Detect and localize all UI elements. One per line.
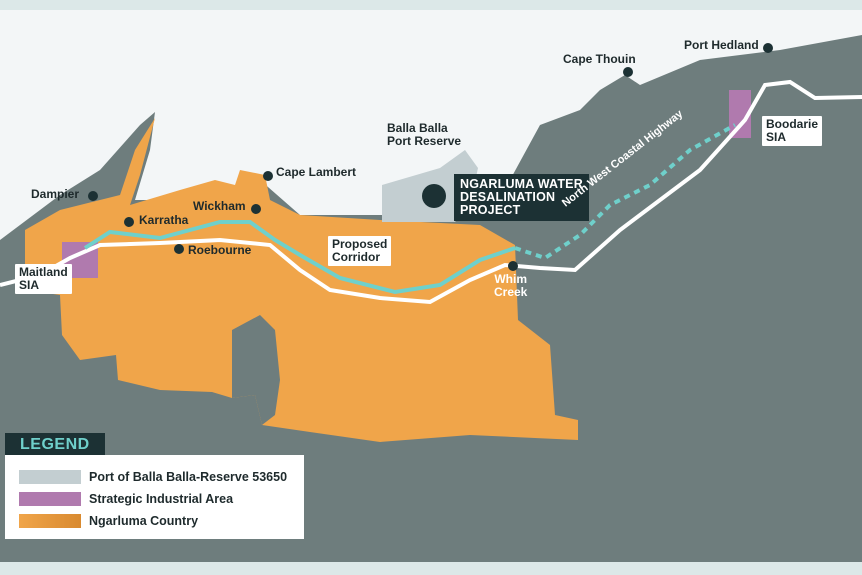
legend-swatch	[19, 492, 81, 506]
legend: Port of Balla Balla-Reserve 53650 Strate…	[5, 455, 304, 539]
legend-label: Ngarluma Country	[89, 514, 199, 528]
label-proposed-corridor: Proposed Corridor	[328, 236, 392, 266]
legend-swatch	[19, 470, 81, 484]
top-strip	[0, 0, 862, 10]
label-cape-lambert: Cape Lambert	[276, 165, 357, 179]
label-balla-balla: Balla Balla Port Reserve	[387, 121, 462, 148]
legend-item-ngarluma: Ngarluma Country	[19, 514, 198, 528]
label-roebourne: Roebourne	[188, 243, 252, 257]
highway-road	[0, 79, 862, 305]
label-whim-creek: Whim Creek	[494, 272, 528, 299]
legend-item-sia: Strategic Industrial Area	[19, 492, 233, 506]
legend-swatch	[19, 514, 81, 528]
legend-item-port: Port of Balla Balla-Reserve 53650	[19, 470, 287, 484]
label-boodarie-sia: Boodarie SIA	[762, 116, 823, 146]
label-cape-thouin: Cape Thouin	[563, 52, 636, 66]
land-inlet	[232, 315, 280, 425]
label-desalination-project: NGARLUMA WATER DESALINATION PROJECT	[454, 174, 589, 221]
label-maitland-sia: Maitland SIA	[15, 264, 72, 294]
town-markers	[88, 43, 773, 271]
proposed-corridor-dashed	[514, 123, 736, 261]
legend-label: Port of Balla Balla-Reserve 53650	[89, 470, 288, 484]
label-dampier: Dampier	[31, 187, 80, 201]
legend-label: Strategic Industrial Area	[89, 492, 234, 506]
bottom-strip	[0, 562, 862, 575]
label-wickham: Wickham	[193, 199, 246, 213]
label-karratha: Karratha	[139, 213, 189, 227]
proposed-corridor	[83, 220, 516, 295]
label-port-hedland: Port Hedland	[684, 38, 759, 52]
legend-title: LEGEND	[5, 433, 105, 457]
ngarluma-country	[25, 118, 578, 442]
